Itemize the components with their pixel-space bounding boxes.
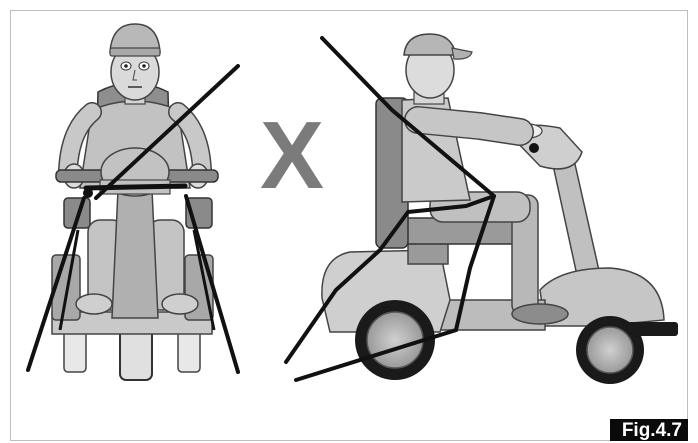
figure-label: Fig.4.7 — [610, 419, 688, 441]
cross-mark: X — [260, 102, 324, 209]
